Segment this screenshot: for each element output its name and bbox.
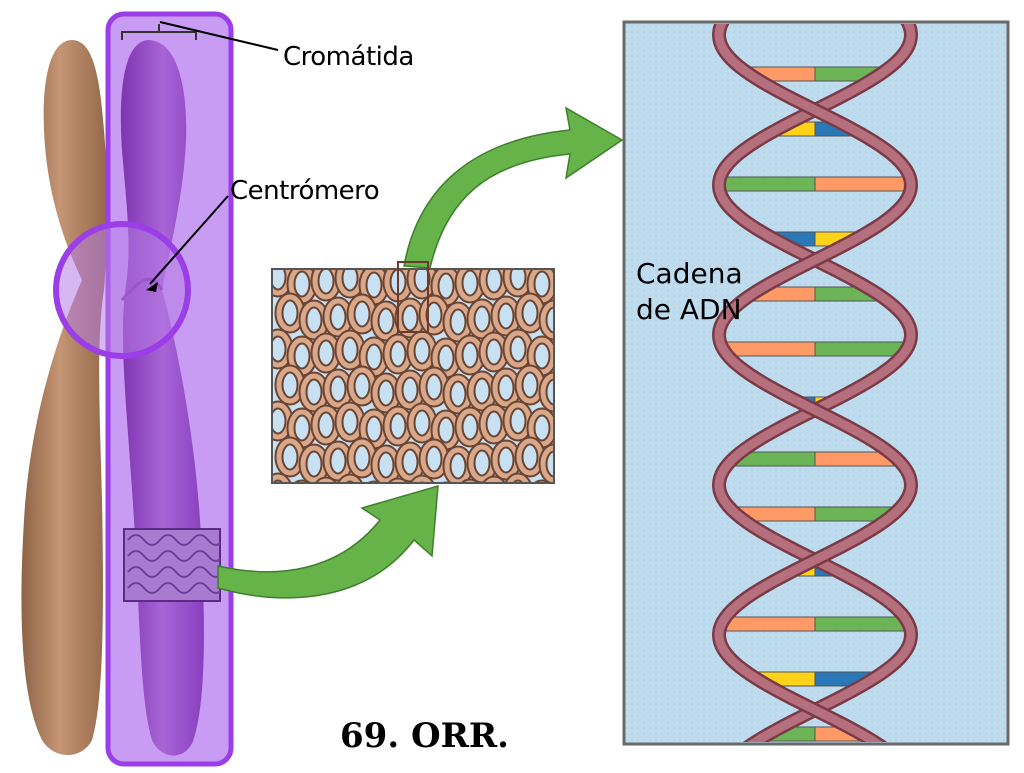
- dna-strand-label-line-1: Cadena: [636, 257, 743, 290]
- centromere-label: Centrómero: [230, 176, 380, 206]
- chromatin-coil: [540, 445, 553, 482]
- chromatin-coil-outline: [482, 475, 506, 482]
- chromatid-label: Cromátida: [283, 42, 414, 72]
- dna-strand-label: Cadena de ADN: [636, 256, 743, 328]
- dna-backbone-strand-1-fill: [714, 24, 916, 742]
- dna-backbone-strand-2-fill: [714, 24, 916, 742]
- chromatin-coil: [464, 480, 476, 482]
- green-arrow-lower: [217, 484, 439, 599]
- chromatin-zoom-box: [271, 261, 555, 484]
- dna-panel: [622, 20, 1010, 746]
- base-pair-left-half: [718, 176, 816, 192]
- chromatid-bracket: [121, 24, 197, 40]
- chromatin-detail-selector: [397, 261, 429, 333]
- chromatin-coil: [339, 475, 361, 482]
- base-pair-left-half: [722, 341, 816, 357]
- brown-chromatid: [21, 40, 108, 755]
- chromatid-leader-line: [159, 21, 279, 51]
- chromatin-coil: [540, 301, 553, 339]
- chromatin-coil: [298, 481, 306, 482]
- chromatin-coil-outline: [315, 476, 337, 482]
- base-pair-right-half: [814, 616, 909, 632]
- chromatin-zoom-source: [123, 528, 221, 602]
- slide-number-footer: 69. ORR.: [340, 716, 509, 756]
- chromatin-coil: [538, 481, 546, 482]
- dna-strand-label-line-2: de ADN: [636, 293, 742, 326]
- chromatin-coil: [507, 474, 529, 482]
- base-pair-right-half: [814, 341, 908, 357]
- chromatin-coil: [412, 476, 432, 482]
- base-pair-left-half: [721, 616, 816, 632]
- centromere-pointer-arrow: [146, 282, 158, 292]
- base-pair-right-half: [814, 176, 912, 192]
- green-arrow-upper: [403, 106, 624, 269]
- chromatin-coil-outline: [294, 479, 310, 482]
- chromatin-coil: [273, 474, 289, 482]
- chromatin-coil-outline: [461, 478, 479, 482]
- chromatin-coil-outline: [534, 479, 550, 482]
- chromatin-coil: [540, 373, 553, 411]
- chromatin-coil: [318, 478, 334, 482]
- centromere-leader-line: [149, 195, 229, 285]
- centromere-circle: [53, 221, 191, 359]
- chromatin-coil: [485, 477, 503, 482]
